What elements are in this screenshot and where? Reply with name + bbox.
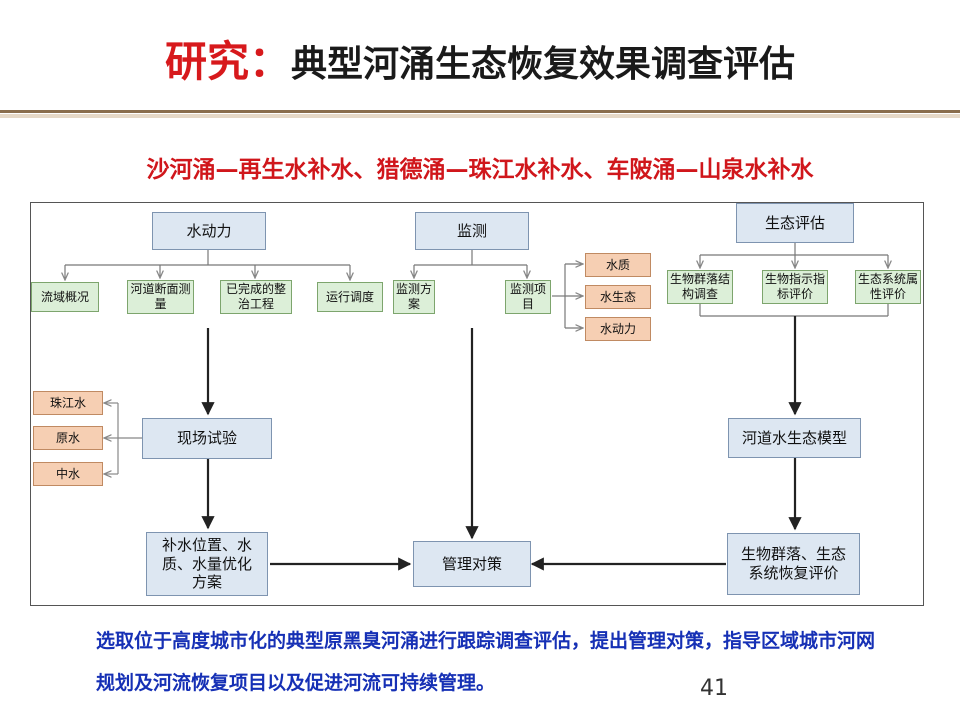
node-eco-assessment: 生态评估 [736, 203, 854, 243]
diagram-frame [30, 202, 924, 606]
node-source-reclaimed: 中水 [33, 462, 103, 486]
node-basin-overview: 流域概况 [31, 282, 99, 312]
node-monitor-items: 监测项目 [505, 280, 551, 314]
node-source-pearl-river: 珠江水 [33, 391, 103, 415]
node-optimization-plan: 补水位置、水质、水量优化方案 [146, 532, 268, 596]
node-operation-dispatch: 运行调度 [317, 282, 383, 312]
node-aquatic-ecology: 水生态 [585, 285, 651, 309]
node-community-survey: 生物群落结构调查 [667, 270, 733, 304]
slide-subtitle: 沙河涌—再生水补水、猎德涌—珠江水补水、车陂涌—山泉水补水 [146, 157, 814, 183]
title-prefix: 研究： [164, 37, 291, 86]
title-divider-shadow [0, 114, 960, 118]
summary-text: 选取位于高度城市化的典型原黑臭河涌进行跟踪调查评估，提出管理对策，指导区域城市河… [96, 630, 876, 694]
node-water-dynamics: 水动力 [585, 317, 651, 341]
node-indicator-eval: 生物指示指标评价 [762, 270, 828, 304]
monitor-branch-lines [414, 250, 583, 328]
node-recovery-eval: 生物群落、生态系统恢复评价 [727, 533, 860, 595]
source-lines [104, 403, 142, 474]
slide-title: 研究：典型河涌生态恢复效果调查评估 [0, 28, 960, 89]
node-source-raw-water: 原水 [33, 426, 103, 450]
node-water-quality: 水质 [585, 253, 651, 277]
node-eco-model: 河道水生态模型 [728, 418, 861, 458]
page-number: 41 [700, 676, 728, 701]
title-divider [0, 110, 960, 113]
node-monitoring: 监测 [415, 212, 529, 250]
hydro-branch-lines [65, 250, 350, 280]
node-completed-works: 已完成的整治工程 [220, 280, 292, 314]
node-hydrodynamics: 水动力 [152, 212, 266, 250]
main-flow-arrows [201, 316, 802, 571]
node-management-measures: 管理对策 [413, 541, 531, 587]
node-ecosystem-attr: 生态系统属性评价 [855, 270, 921, 304]
node-field-test: 现场试验 [142, 418, 272, 459]
node-monitor-plan: 监测方案 [393, 280, 435, 314]
title-main: 典型河涌生态恢复效果调查评估 [291, 44, 796, 85]
node-section-survey: 河道断面测量 [127, 280, 194, 314]
